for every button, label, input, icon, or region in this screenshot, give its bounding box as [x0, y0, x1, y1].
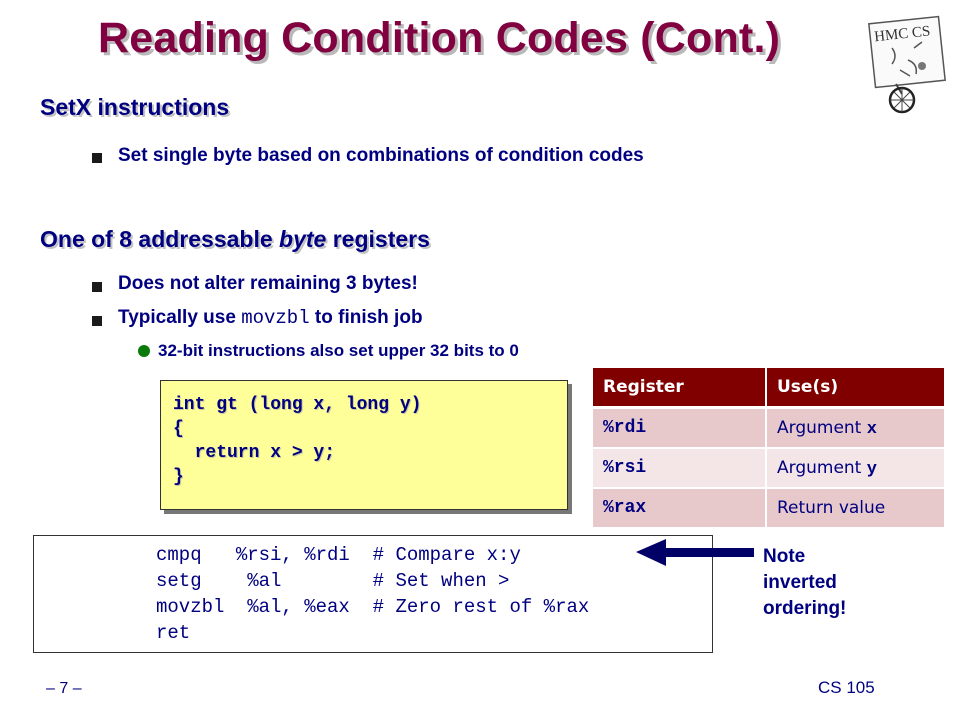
- c-code: int gt (long x, long y) { return x > y; …: [173, 395, 422, 487]
- assembly-code-box: cmpq %rsi, %rdi # Compare x:y setg %al #…: [33, 535, 713, 653]
- register-cell: %rax: [593, 488, 766, 529]
- table-row: %rsi Argument y: [593, 448, 944, 489]
- bullet-no-alter: Does not alter remaining 3 bytes!: [118, 273, 418, 294]
- c-code-box: int gt (long x, long y) { return x > y; …: [160, 380, 568, 510]
- table-row: %rdi Argument x: [593, 407, 944, 449]
- course-label: CS 105: [818, 678, 875, 697]
- column-header-register: Register: [593, 368, 766, 409]
- square-bullet-icon: [92, 153, 102, 163]
- section-heading-byte-registers: One of 8 addressable byte registers: [40, 226, 430, 252]
- assembly-code: cmpq %rsi, %rdi # Compare x:y setg %al #…: [156, 544, 590, 644]
- square-bullet-icon: [92, 316, 102, 326]
- use-cell: Argument x: [765, 407, 944, 449]
- register-table: Register Use(s) %rdi Argument x %rsi Arg…: [593, 368, 944, 529]
- page-number: – 7 –: [46, 680, 82, 697]
- use-cell: Argument y: [765, 448, 944, 489]
- column-header-uses: Use(s): [765, 368, 944, 409]
- hmc-cs-logo: HMC CS: [868, 15, 946, 114]
- sub-bullet-32bit: 32-bit instructions also set upper 32 bi…: [158, 341, 519, 360]
- register-cell: %rdi: [593, 407, 766, 449]
- register-cell: %rsi: [593, 448, 766, 489]
- section-heading-setx: SetX instructions: [40, 94, 230, 120]
- use-cell: Return value: [765, 488, 944, 529]
- logo-lettering: HMC CS: [873, 23, 931, 45]
- slide-title: Reading Condition Codes (Cont.): [98, 14, 781, 62]
- left-arrow-icon: [636, 539, 754, 566]
- table-row: %rax Return value: [593, 488, 944, 529]
- square-bullet-icon: [92, 282, 102, 292]
- round-bullet-icon: [138, 345, 150, 357]
- bullet-movzbl: Typically use movzbl to finish job: [118, 307, 423, 329]
- table-header-row: Register Use(s): [593, 368, 944, 409]
- inverted-ordering-note: Note inverted ordering!: [763, 546, 847, 619]
- bullet-setx-desc: Set single byte based on combinations of…: [118, 145, 644, 166]
